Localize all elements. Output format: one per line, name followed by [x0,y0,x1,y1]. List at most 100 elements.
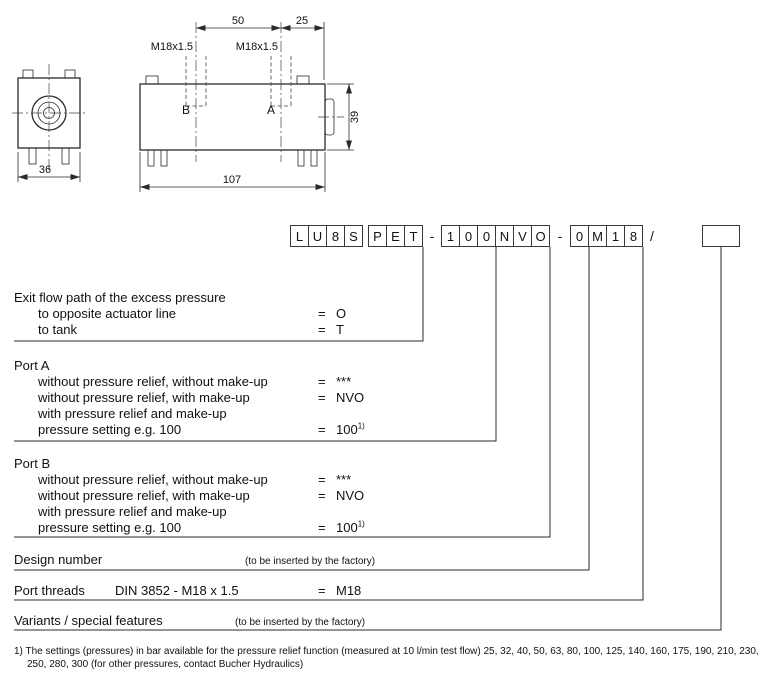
option-label: pressure setting e.g. 100 [38,520,182,535]
technical-drawing: B A 50 25 M18x1.5 M18x1.5 39 [12,15,361,192]
dimensions: 50 25 M18x1.5 M18x1.5 39 107 36 [17,15,361,192]
thread-spec: DIN 3852 - M18 x 1.5 [115,583,239,598]
code-field-port-b: N V O [495,225,550,247]
dim-107-label: 107 [223,174,241,186]
option-row: pressure setting e.g. 100 = 1001) [38,422,578,438]
mounting-stud [147,149,155,167]
code-cell: 8 [326,225,345,247]
code-separator-slash: / [650,228,654,244]
dim-50-label: 50 [232,15,244,27]
dim-25-label: 25 [296,15,308,27]
thread-callout-a: M18x1.5 [236,41,278,53]
code-field-variants [702,225,740,247]
option-label: pressure setting e.g. 100 [38,422,182,437]
option-row: pressure setting e.g. 100 = 1001) [38,520,578,536]
option-row: to tank = T [38,322,578,338]
section-title-variants: Variants / special features (to be inser… [14,613,614,628]
mounting-stud [28,147,37,165]
code-field-model: L U 8 S [290,225,363,247]
variants-title: Variants / special features [14,613,163,628]
mounting-stud [297,149,305,167]
code-cell: S [344,225,363,247]
dim-39-label: 39 [349,111,361,123]
equals-sign: = [318,488,326,503]
equals-sign: = [318,390,326,405]
option-value: *** [336,472,352,487]
option-label: without pressure relief, with make-up [38,390,250,405]
code-cell: E [386,225,405,247]
port-b-label: B [182,103,190,117]
code-cell: 1 [441,225,460,247]
option-value: NVO [336,488,365,503]
equals-sign: = [318,520,326,535]
section-title-design-number: Design number (to be inserted by the fac… [14,552,614,567]
code-cell: O [531,225,550,247]
equals-sign: = [318,583,326,598]
option-row: with pressure relief and make-up [38,504,578,520]
option-row: with pressure relief and make-up [38,406,578,422]
mounting-stud [310,149,318,167]
option-row: without pressure relief, with make-up = … [38,390,578,406]
option-value: M18 [336,583,362,598]
equals-sign: = [318,472,326,487]
port-bore-outer [31,95,67,131]
side-view: B A [139,56,335,167]
end-cap [324,98,335,136]
code-cell: V [513,225,532,247]
code-cell: L [290,225,309,247]
option-row: without pressure relief, without make-up… [38,472,578,488]
equals-sign: = [318,306,326,321]
option-row: to opposite actuator line = O [38,306,578,322]
code-cell-variants [702,225,740,247]
option-row: without pressure relief, without make-up… [38,374,578,390]
option-value: O [336,306,347,321]
end-view [17,69,81,165]
factory-note: (to be inserted by the factory) [245,556,376,567]
section-title-port-a: Port A [14,358,50,373]
code-field-port-a: 1 0 0 [441,225,496,247]
port-a-label: A [267,103,275,117]
code-cell: P [368,225,387,247]
code-field-port-threads: M 1 8 [588,225,643,247]
mounting-stud [160,149,168,167]
equals-sign: = [318,322,326,337]
section-title-port-b: Port B [14,456,51,471]
code-cell: 8 [624,225,643,247]
option-label: without pressure relief, without make-up [38,374,268,389]
port-bore-inner [43,107,55,119]
footnote-ref: 1) [357,421,365,431]
section-title-exit-flow: Exit flow path of the excess pressure [14,290,226,305]
code-separator-dash: - [429,228,435,244]
equals-sign: = [318,422,326,437]
option-value: 1001) [336,422,365,437]
option-label: to opposite actuator line [38,306,177,321]
option-value: NVO [336,390,365,405]
option-value-text: 100 [336,520,358,535]
option-row: without pressure relief, with make-up = … [38,488,578,504]
option-value: T [336,322,344,337]
option-label: with pressure relief and make-up [38,504,227,519]
option-label: without pressure relief, without make-up [38,472,268,487]
option-label: to tank [38,322,78,337]
section-title-port-threads: Port threads [14,583,85,598]
equals-sign: = [318,374,326,389]
code-field-series: P E [368,225,405,247]
hidden-thread-bores [185,56,292,107]
code-cell: N [495,225,514,247]
code-cell: 0 [459,225,478,247]
code-field-exit-flow: T [404,225,423,247]
code-cell: T [404,225,423,247]
option-value: *** [336,374,352,389]
option-label: without pressure relief, with make-up [38,488,250,503]
code-field-design-number: 0 [570,225,589,247]
design-number-title: Design number [14,552,103,567]
option-value-text: 100 [336,422,358,437]
code-cell: M [588,225,607,247]
footnote-ref: 1) [357,519,365,529]
thread-callout-b: M18x1.5 [151,41,193,53]
code-cell: 0 [570,225,589,247]
footnote: 1) The settings (pressures) in bar avail… [14,646,759,670]
option-label: with pressure relief and make-up [38,406,227,421]
option-value: 1001) [336,520,365,535]
